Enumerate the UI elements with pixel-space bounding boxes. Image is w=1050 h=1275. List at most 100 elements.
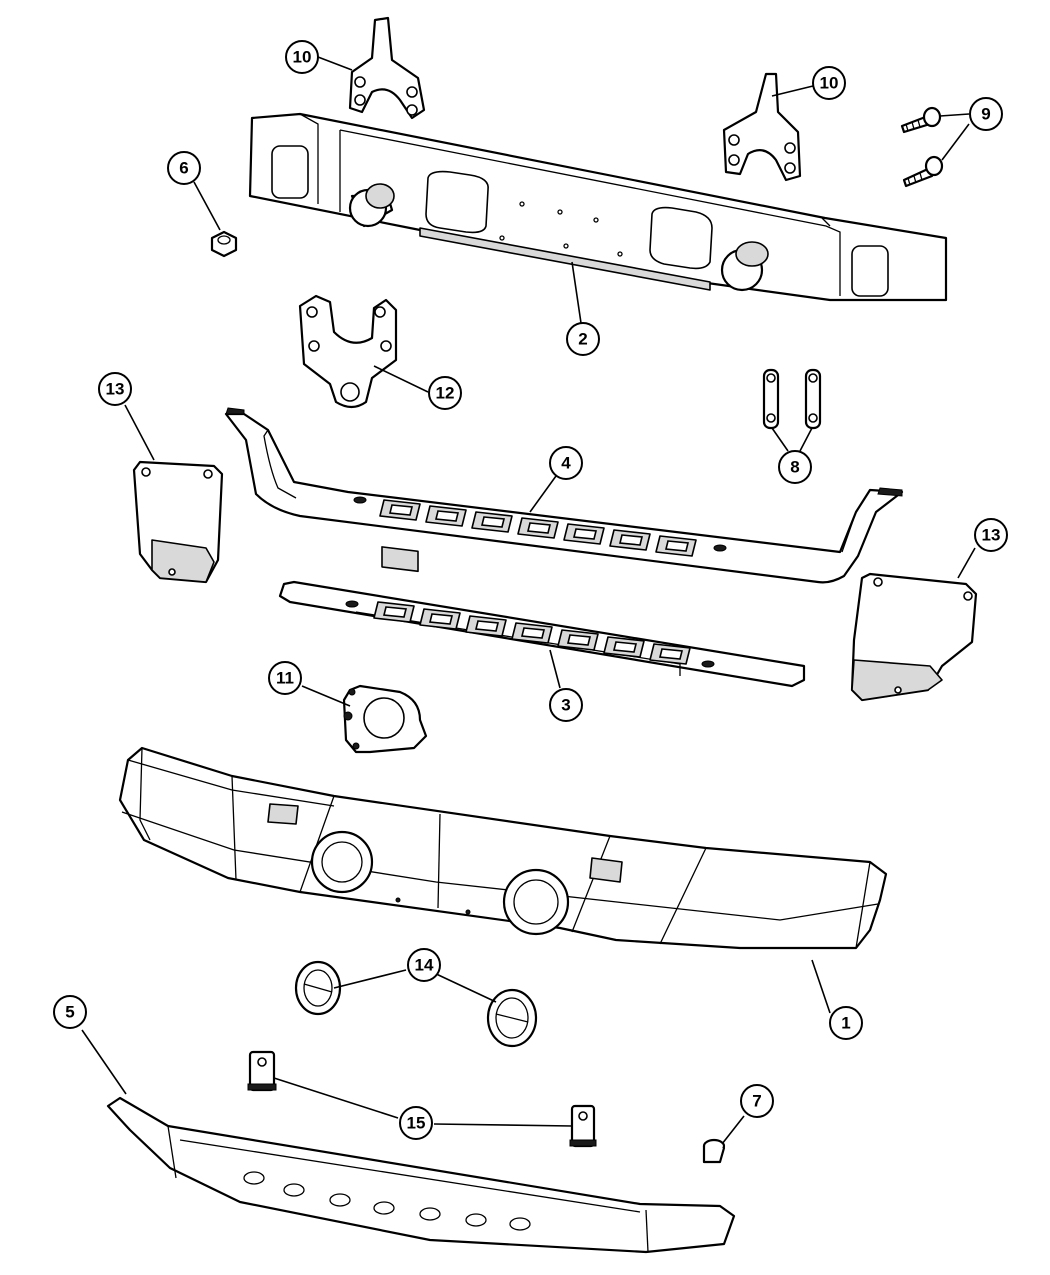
leader-9a [939,113,970,117]
end-cap-part-13-left [132,460,224,584]
leader-15b [433,1123,573,1127]
callout-label: 15 [407,1114,426,1133]
leader-2 [571,261,582,324]
callout-3: 3 [549,688,583,722]
leader-4 [529,475,557,513]
leader-14b [431,971,497,1003]
callout-8: 8 [778,450,812,484]
slot-opening [388,504,414,516]
callout-6: 6 [167,151,201,185]
leader-11 [301,685,351,707]
leader-9b [941,123,970,161]
callout-label: 3 [561,696,570,715]
slot-opening [612,641,638,653]
lower-valance-part-5 [106,1096,736,1254]
support-bracket-part-4 [224,407,904,584]
callout-label: 6 [179,159,188,178]
slot-opening [434,510,460,522]
clip-part-8-right [804,368,822,430]
support-bracket-slot-row [379,499,697,557]
callout-4: 4 [549,446,583,480]
callout-11: 11 [268,661,302,695]
callout-1: 1 [829,1006,863,1040]
callout-label: 4 [561,454,571,473]
fascia-tab-left [267,803,299,825]
fog-lamp-bracket-part-11 [342,684,428,754]
callout-label: 2 [578,330,587,349]
support-bracket-slots [381,546,419,573]
leader-14a [333,969,407,989]
fascia-tab-right [589,857,623,883]
callout-label: 10 [820,74,839,93]
mounting-plate-slot-row [373,601,691,665]
callout-label: 13 [106,380,125,399]
leader-6 [193,181,221,231]
push-pin-part-7 [702,1138,726,1164]
callout-label: 8 [790,458,799,477]
slot-opening [566,634,592,646]
callout-label: 1 [841,1014,850,1033]
callout-label: 14 [415,956,434,975]
leader-10b [771,85,814,97]
slot-opening [382,606,408,618]
beam-mount-stud-left [348,183,395,228]
leader-13b [957,547,976,579]
callout-14: 14 [407,948,441,982]
bolt-part-9-lower [902,155,944,188]
callout-13a: 13 [98,372,132,406]
bracket-part-10-right [722,72,802,182]
valance-vent-holes [243,1171,531,1231]
callout-9: 9 [969,97,1003,131]
clip-part-15-right [569,1104,597,1148]
slot-opening [664,540,690,552]
reinforcement-beam-part-2 [248,112,948,302]
slot-opening [526,522,552,534]
fog-lamp-bezel-part-14-left [294,960,342,1016]
bracket-part-12 [298,294,398,409]
callout-label: 11 [276,669,294,688]
slot-opening [572,528,598,540]
fog-lamp-opening-right [502,868,570,936]
slot-opening [428,613,454,625]
callout-10b: 10 [812,66,846,100]
leader-15a [273,1077,399,1119]
leader-8a [771,427,789,452]
slot-opening [520,627,546,639]
leader-7 [721,1115,745,1145]
callout-label: 5 [65,1003,74,1022]
slot-opening [474,620,500,632]
leader-3 [549,649,561,689]
clip-part-15-left [247,1050,277,1092]
leader-10a [317,56,353,71]
clip-part-8-left [762,368,780,430]
bumper-fascia-part-1 [118,746,888,950]
callout-7: 7 [740,1084,774,1118]
leader-lines [81,56,976,1145]
callout-label: 7 [752,1092,761,1111]
slot-opening [658,648,684,660]
callout-label: 10 [293,48,312,67]
leader-8b [799,427,813,452]
nut-part-6 [210,230,238,258]
callout-13b: 13 [974,518,1008,552]
slot-opening [618,534,644,546]
callout-12: 12 [428,376,462,410]
bolt-part-9-upper [900,106,942,134]
callout-label: 12 [436,384,455,403]
fog-lamp-opening-left [310,830,374,894]
callout-10a: 10 [285,40,319,74]
callout-5: 5 [53,995,87,1029]
fog-lamp-bezel-part-14-right [486,988,538,1048]
leader-5 [81,1029,127,1095]
callout-label: 9 [981,105,990,124]
slot-opening [480,516,506,528]
leader-1 [811,959,831,1014]
beam-mount-stud-right [720,241,769,292]
callout-label: 13 [982,526,1001,545]
bracket-part-10-left [348,16,426,120]
callout-15: 15 [399,1106,433,1140]
leader-13a [124,404,155,461]
callout-2: 2 [566,322,600,356]
leader-12 [373,365,429,393]
